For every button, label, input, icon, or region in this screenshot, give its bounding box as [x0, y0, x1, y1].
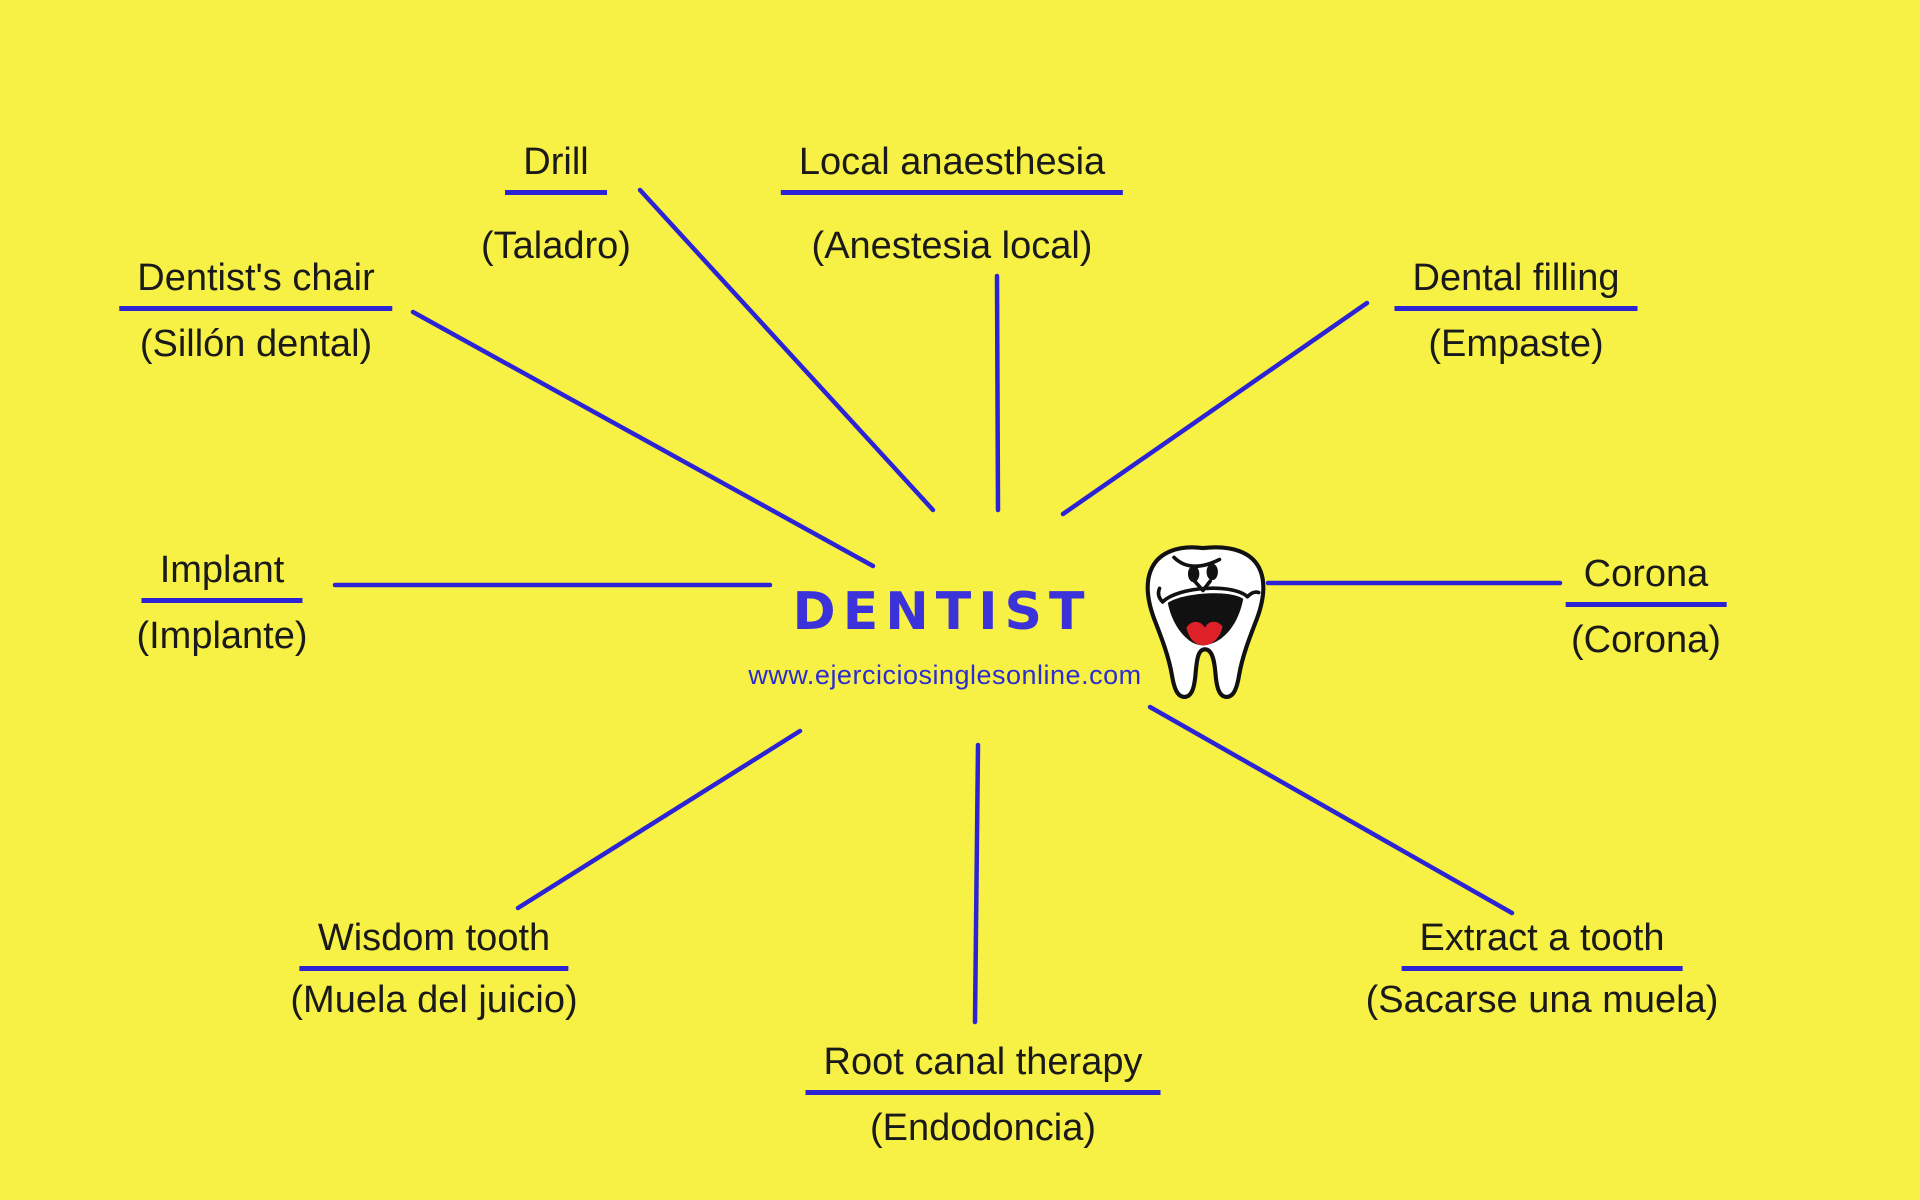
term-en-label: Drill: [505, 140, 607, 195]
term-extract-a-tooth: Extract a tooth (Sacarse una muela): [1366, 916, 1719, 1022]
term-en-label: Dental filling: [1394, 256, 1638, 311]
term-es-label: (Muela del juicio): [290, 979, 578, 1021]
tooth-tongue: [1186, 621, 1223, 646]
term-dental-filling: Dental filling (Empaste): [1394, 256, 1638, 366]
term-root-canal-therapy: Root canal therapy (Endodoncia): [805, 1040, 1161, 1150]
connector-root-canal: [972, 742, 981, 1025]
tooth-smile-left-flick: [1156, 586, 1165, 604]
term-es-label: (Implante): [136, 615, 308, 657]
connector-wisdom-tooth: [515, 728, 803, 911]
term-es-label: (Anestesia local): [811, 225, 1093, 267]
tooth-mouth: [1167, 593, 1244, 646]
tooth-left-eye: [1187, 565, 1200, 583]
term-en-label: Corona: [1565, 552, 1727, 607]
term-local-anaesthesia: Local anaesthesia (Anestesia local): [780, 140, 1124, 268]
term-en-label: Dentist's chair: [119, 256, 393, 311]
term-es-label: (Corona): [1571, 619, 1721, 661]
term-wisdom-tooth: Wisdom tooth (Muela del juicio): [290, 916, 577, 1022]
term-en-label: Implant: [141, 548, 303, 603]
term-es-label: (Empaste): [1428, 323, 1604, 365]
term-en-label: Wisdom tooth: [299, 916, 569, 971]
connector-dental-filling: [1060, 300, 1370, 517]
connector-extract-tooth: [1147, 704, 1515, 916]
term-es-label: (Endodoncia): [869, 1107, 1097, 1149]
term-es-label: (Taladro): [481, 225, 631, 267]
term-drill: Drill (Taladro): [481, 140, 631, 268]
tooth-smile-right-flick: [1245, 590, 1261, 599]
term-implant: Implant (Implante): [136, 548, 307, 658]
smiling-tooth-icon: [1145, 545, 1266, 699]
diagram-title: DENTIST: [792, 582, 1092, 642]
term-es-label: (Sacarse una muela): [1365, 979, 1719, 1021]
term-en-label: Extract a tooth: [1401, 916, 1683, 971]
term-corona: Corona (Corona): [1565, 552, 1727, 662]
tooth-smile-line: [1160, 586, 1250, 604]
term-es-label: (Sillón dental): [139, 323, 373, 365]
website-url: www.ejerciciosinglesonline.com: [748, 660, 1142, 690]
term-en-label: Local anaesthesia: [780, 140, 1124, 195]
term-en-label: Root canal therapy: [805, 1040, 1161, 1095]
connector-dentists-chair: [410, 309, 876, 569]
connector-local-anaesthesia: [994, 273, 1001, 513]
term-dentists-chair: Dentist's chair (Sillón dental): [119, 256, 393, 366]
tooth-nose: [1192, 579, 1212, 593]
tooth-right-eye: [1206, 563, 1218, 581]
